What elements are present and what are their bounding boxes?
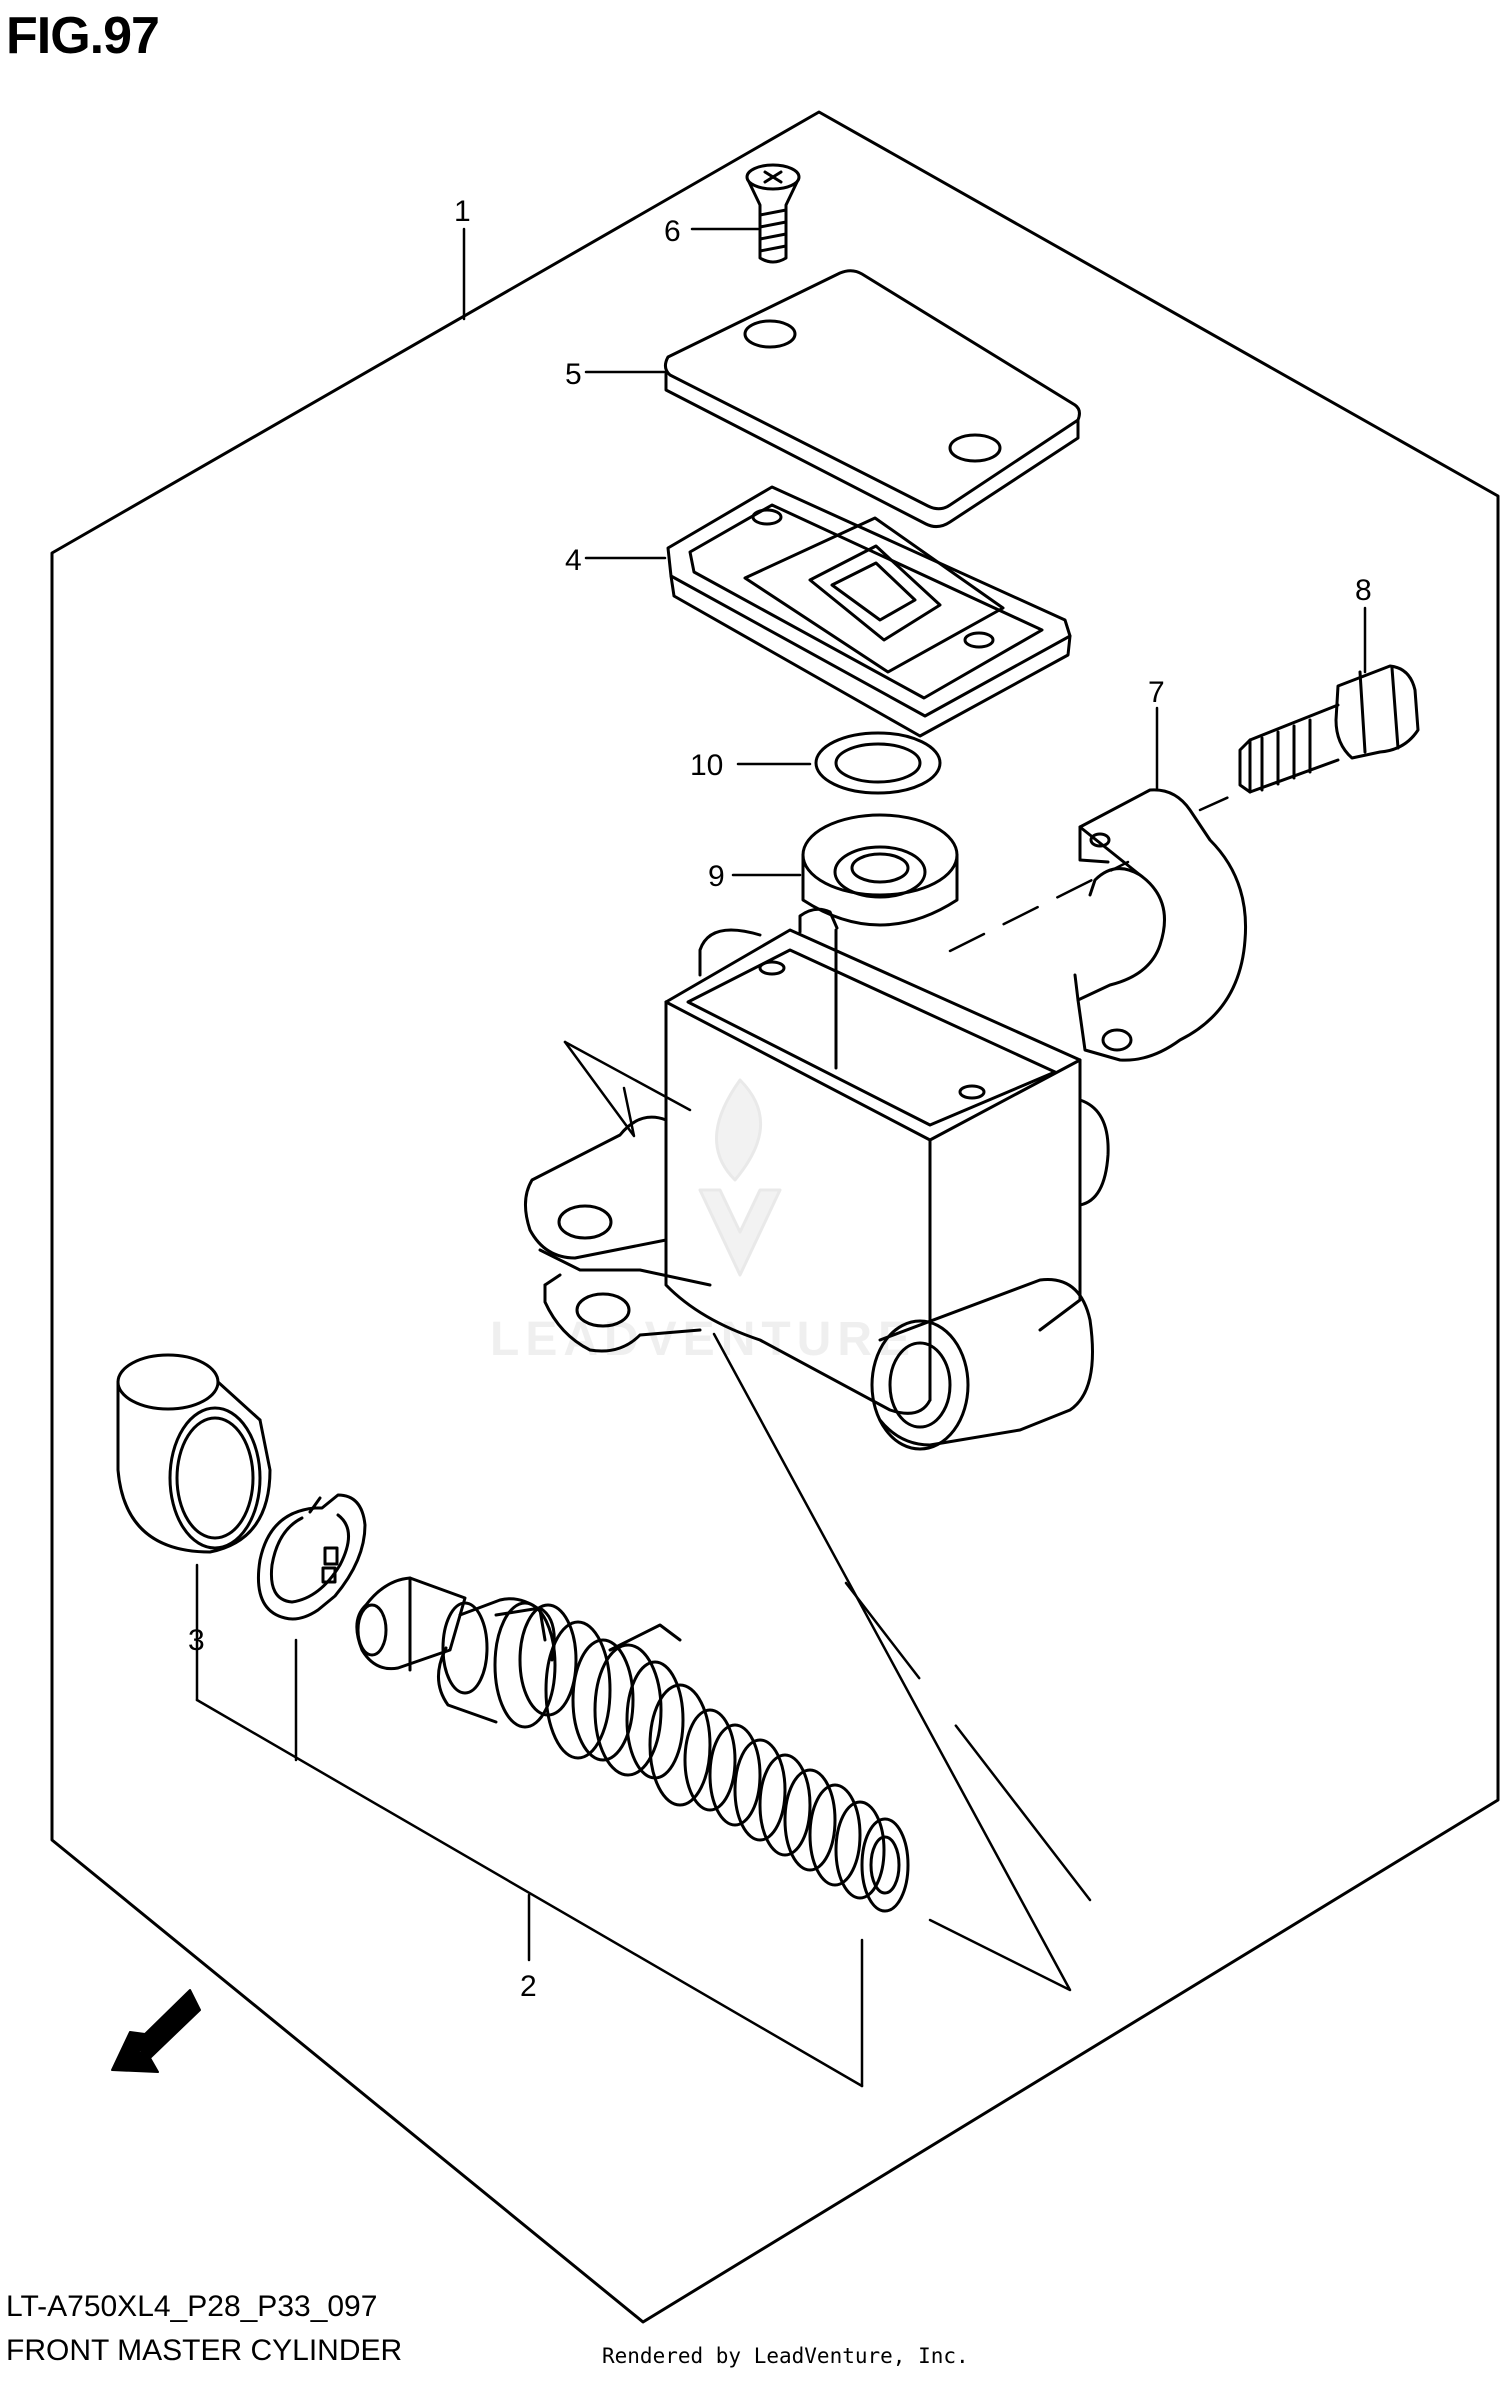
watermark-text: LEADVENTURE [490, 1313, 916, 1366]
snap-ring [256, 1493, 367, 1621]
watermark: LEADVENTURE [490, 1078, 916, 1366]
callout-9: 9 [708, 860, 725, 893]
diaphragm-part-4 [666, 485, 1072, 738]
screw-part-6 [745, 163, 801, 264]
callout-5: 5 [565, 358, 582, 391]
callout-1: 1 [454, 195, 471, 228]
section-name: FRONT MASTER CYLINDER [6, 2334, 403, 2367]
callout-3: 3 [188, 1624, 205, 1657]
boot-part-3 [116, 1353, 272, 1554]
assembly-outline [50, 110, 1500, 2324]
figure-title: FIG.97 [6, 7, 160, 65]
callout-numbers: 1 2 3 4 5 6 7 8 9 10 [188, 195, 1372, 2003]
callout-leaders [195, 227, 1367, 2088]
callout-10: 10 [690, 749, 723, 782]
grommet-part-9 [801, 813, 959, 927]
reservoir-cap-part-5 [663, 269, 1081, 529]
master-cylinder-body [524, 907, 1110, 1451]
rendered-by-credit: Rendered by LeadVenture, Inc. [602, 2344, 969, 2368]
bolt-part-8 [1238, 664, 1420, 794]
callout-4: 4 [565, 544, 582, 577]
callout-8: 8 [1355, 574, 1372, 607]
callout-2: 2 [520, 1970, 537, 2003]
fwd-direction-arrow: FWD [111, 1989, 201, 2073]
o-ring-part-10 [814, 731, 942, 795]
piston-assembly-part-2 [355, 1576, 910, 1913]
callout-6: 6 [664, 215, 681, 248]
callout-7: 7 [1148, 676, 1165, 709]
model-code: LT-A750XL4_P28_P33_097 [6, 2290, 378, 2323]
holder-clamp-part-7 [1073, 788, 1248, 1062]
